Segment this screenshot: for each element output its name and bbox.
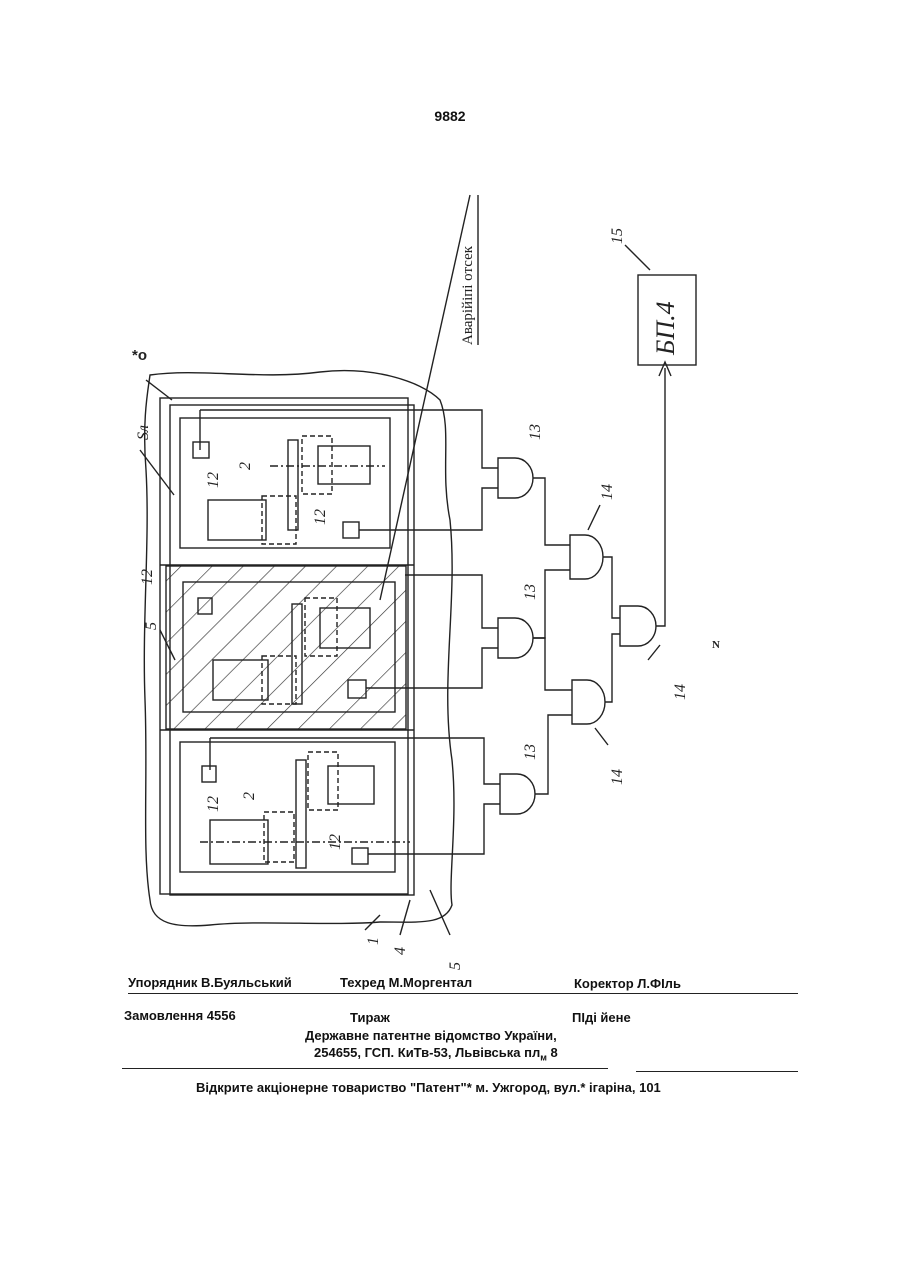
ref-15: 15 <box>609 228 626 244</box>
ref-14-lower: 14 <box>609 769 626 785</box>
order-number: Замовлення 4556 <box>124 1008 236 1023</box>
footer-rule-3 <box>636 1071 798 1072</box>
office-line-1: Державне патентне відомство України, <box>305 1028 557 1043</box>
ref-2-b: 2 <box>241 792 258 800</box>
circulation: Тираж <box>350 1010 390 1025</box>
label-o: *о <box>132 347 147 364</box>
gate-14-final <box>620 606 656 646</box>
gate-13-middle <box>498 618 533 658</box>
compiler: Упорядник В.Буяльський <box>128 975 292 990</box>
tech-editor: Техред М.Моргентал <box>340 975 472 990</box>
gate-14-upper <box>570 535 603 579</box>
ref-13-upper: 13 <box>527 424 544 440</box>
corrector: Коректор Л.ФІль <box>574 976 681 991</box>
ref-4: 4 <box>392 947 409 955</box>
ref-1: 1 <box>365 937 382 945</box>
ref-14-final: 14 <box>672 684 689 700</box>
ref-5-a: 5 <box>143 622 160 630</box>
emergency-compartment-label: Аварійіпі отсек <box>460 245 476 345</box>
office-line-2: 254655, ГСП. КиТв-53, Львівська плм 8 <box>314 1045 558 1063</box>
subscription: ПІді йене <box>572 1010 631 1025</box>
ref-12-b: 12 <box>312 509 329 525</box>
ref-2-a: 2 <box>237 462 254 470</box>
gate-13-lower <box>500 774 535 814</box>
ref-14-upper: 14 <box>599 484 616 500</box>
gate-13-upper <box>498 458 533 498</box>
footer-rule-2 <box>122 1068 608 1069</box>
bpa-label: БП.4 <box>651 301 680 356</box>
ref-n: N <box>712 639 720 651</box>
patent-schematic-drawing: Аварійіпі отсек *о Sл БП.4 15 13 13 13 1… <box>0 0 900 1000</box>
ref-12-c: 12 <box>139 569 156 585</box>
footer-rule-1 <box>128 993 798 994</box>
ref-13-middle: 13 <box>522 584 539 600</box>
ref-5-b: 5 <box>447 962 464 970</box>
label-s: Sл <box>135 425 152 440</box>
publisher: Відкрите акціонерне товариство "Патент"*… <box>196 1080 661 1095</box>
ref-13-lower: 13 <box>522 744 539 760</box>
ref-12-e: 12 <box>327 834 344 850</box>
gate-14-lower <box>572 680 605 724</box>
ref-12-d: 12 <box>205 796 222 812</box>
ref-12-a: 12 <box>205 472 222 488</box>
